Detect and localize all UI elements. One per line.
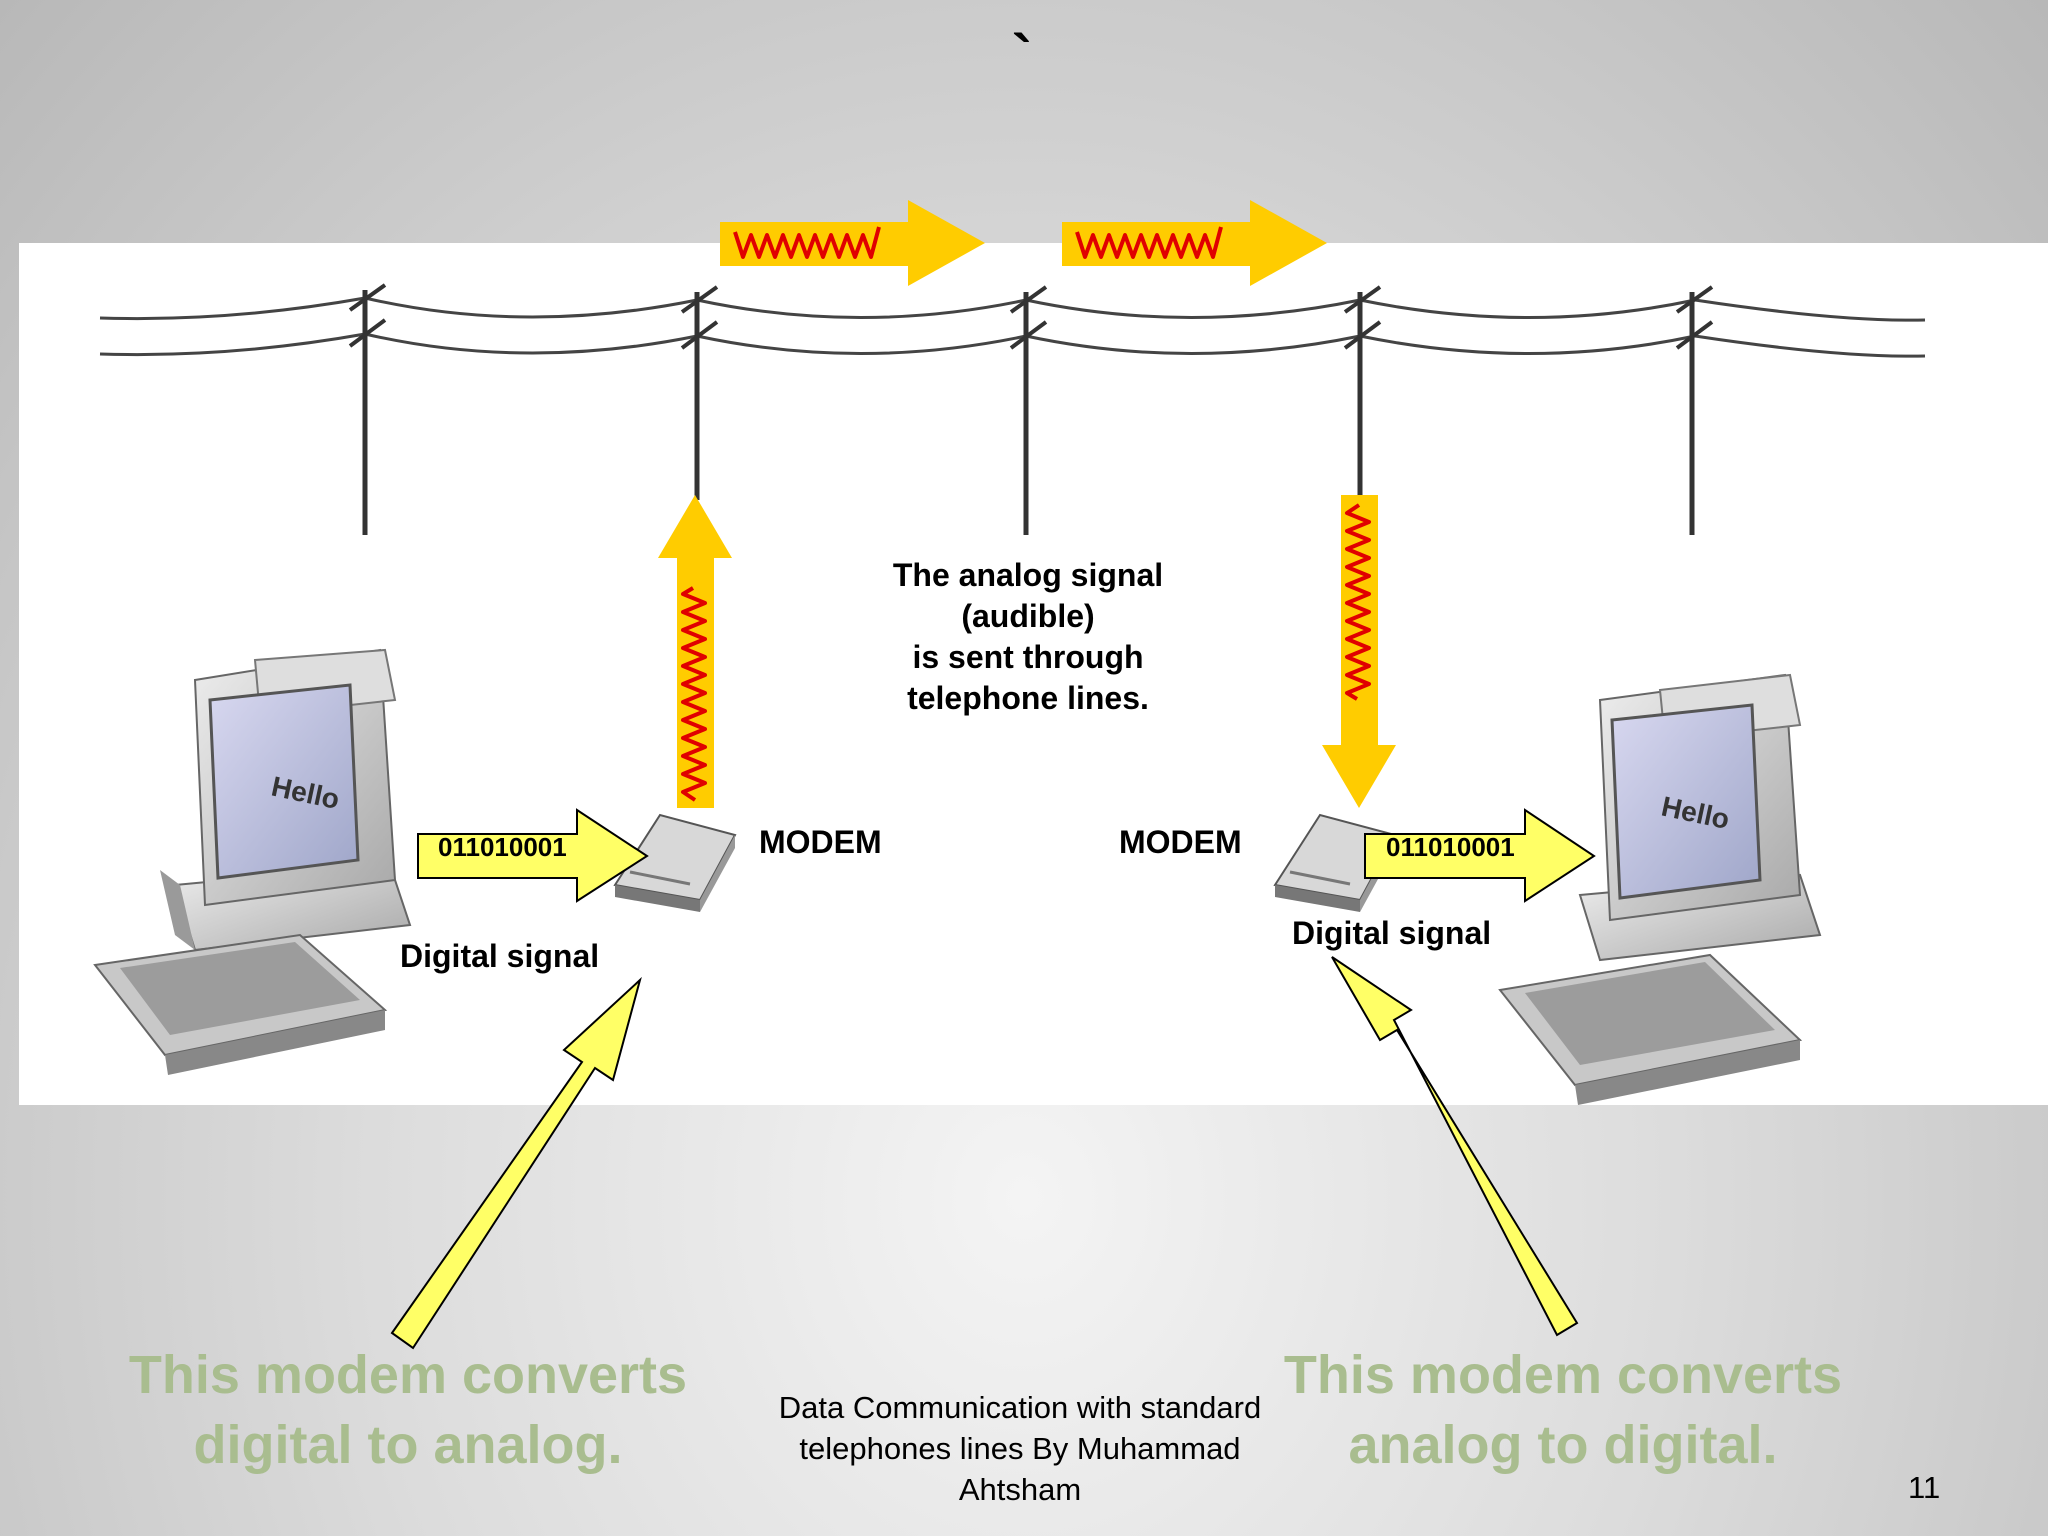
footer-line: Data Communication with standard [778,1390,1262,1425]
signal-arrow-up [658,495,732,808]
telephone-pole-icon [1675,285,1714,535]
bits-label-right: 011010001 [1386,832,1515,862]
telephone-pole-icon [680,285,719,500]
pointer-arrow-left [390,976,642,1350]
slide-footer: Data Communication with standard telepho… [740,1387,1300,1510]
converts-line: This modem converts [128,1345,688,1405]
caption-line: (audible) [961,598,1095,634]
footer-line: telephones lines By Muhammad [799,1431,1241,1466]
telephone-pole-icon [348,283,387,535]
pointer-arrow-right [1331,956,1579,1337]
converts-line: digital to analog. [193,1415,623,1475]
signal-arrow-down [1322,495,1396,808]
signal-arrow-top-1 [720,200,985,286]
converts-line: analog to digital. [1348,1415,1778,1475]
converts-text-right: This modem converts analog to digital. [1253,1340,1873,1480]
modem-label-right: MODEM [1119,824,1242,860]
bits-label-left: 011010001 [438,832,567,862]
page-number: 11 [1908,1470,1941,1505]
wave-icon [733,226,881,259]
analog-caption: The analog signal (audible) is sent thro… [858,555,1198,719]
caption-line: telephone lines. [907,680,1149,716]
wave-icon [1345,503,1371,701]
footer-line: Ahtsham [958,1472,1082,1507]
wave-icon [681,586,707,802]
caption-line: The analog signal [892,557,1164,593]
wave-icon [1075,226,1223,259]
caption-line: is sent through [912,639,1144,675]
telephone-pole-icon [1009,285,1048,535]
digital-signal-label-right: Digital signal [1292,915,1492,951]
modem-label-left: MODEM [759,824,882,860]
telephone-pole-icon [1343,285,1382,495]
computer-icon: Hello [93,648,412,1075]
computer-icon: Hello [1498,673,1822,1105]
converts-text-left: This modem converts digital to analog. [98,1340,718,1480]
digital-signal-label-left: Digital signal [400,938,600,974]
digital-arrow-left [417,808,649,903]
digital-arrow-right [1364,808,1596,903]
title-mark: ` [1012,23,1032,90]
signal-arrow-top-2 [1062,200,1327,286]
modem-icon [613,813,737,912]
converts-line: This modem converts [1283,1345,1843,1405]
